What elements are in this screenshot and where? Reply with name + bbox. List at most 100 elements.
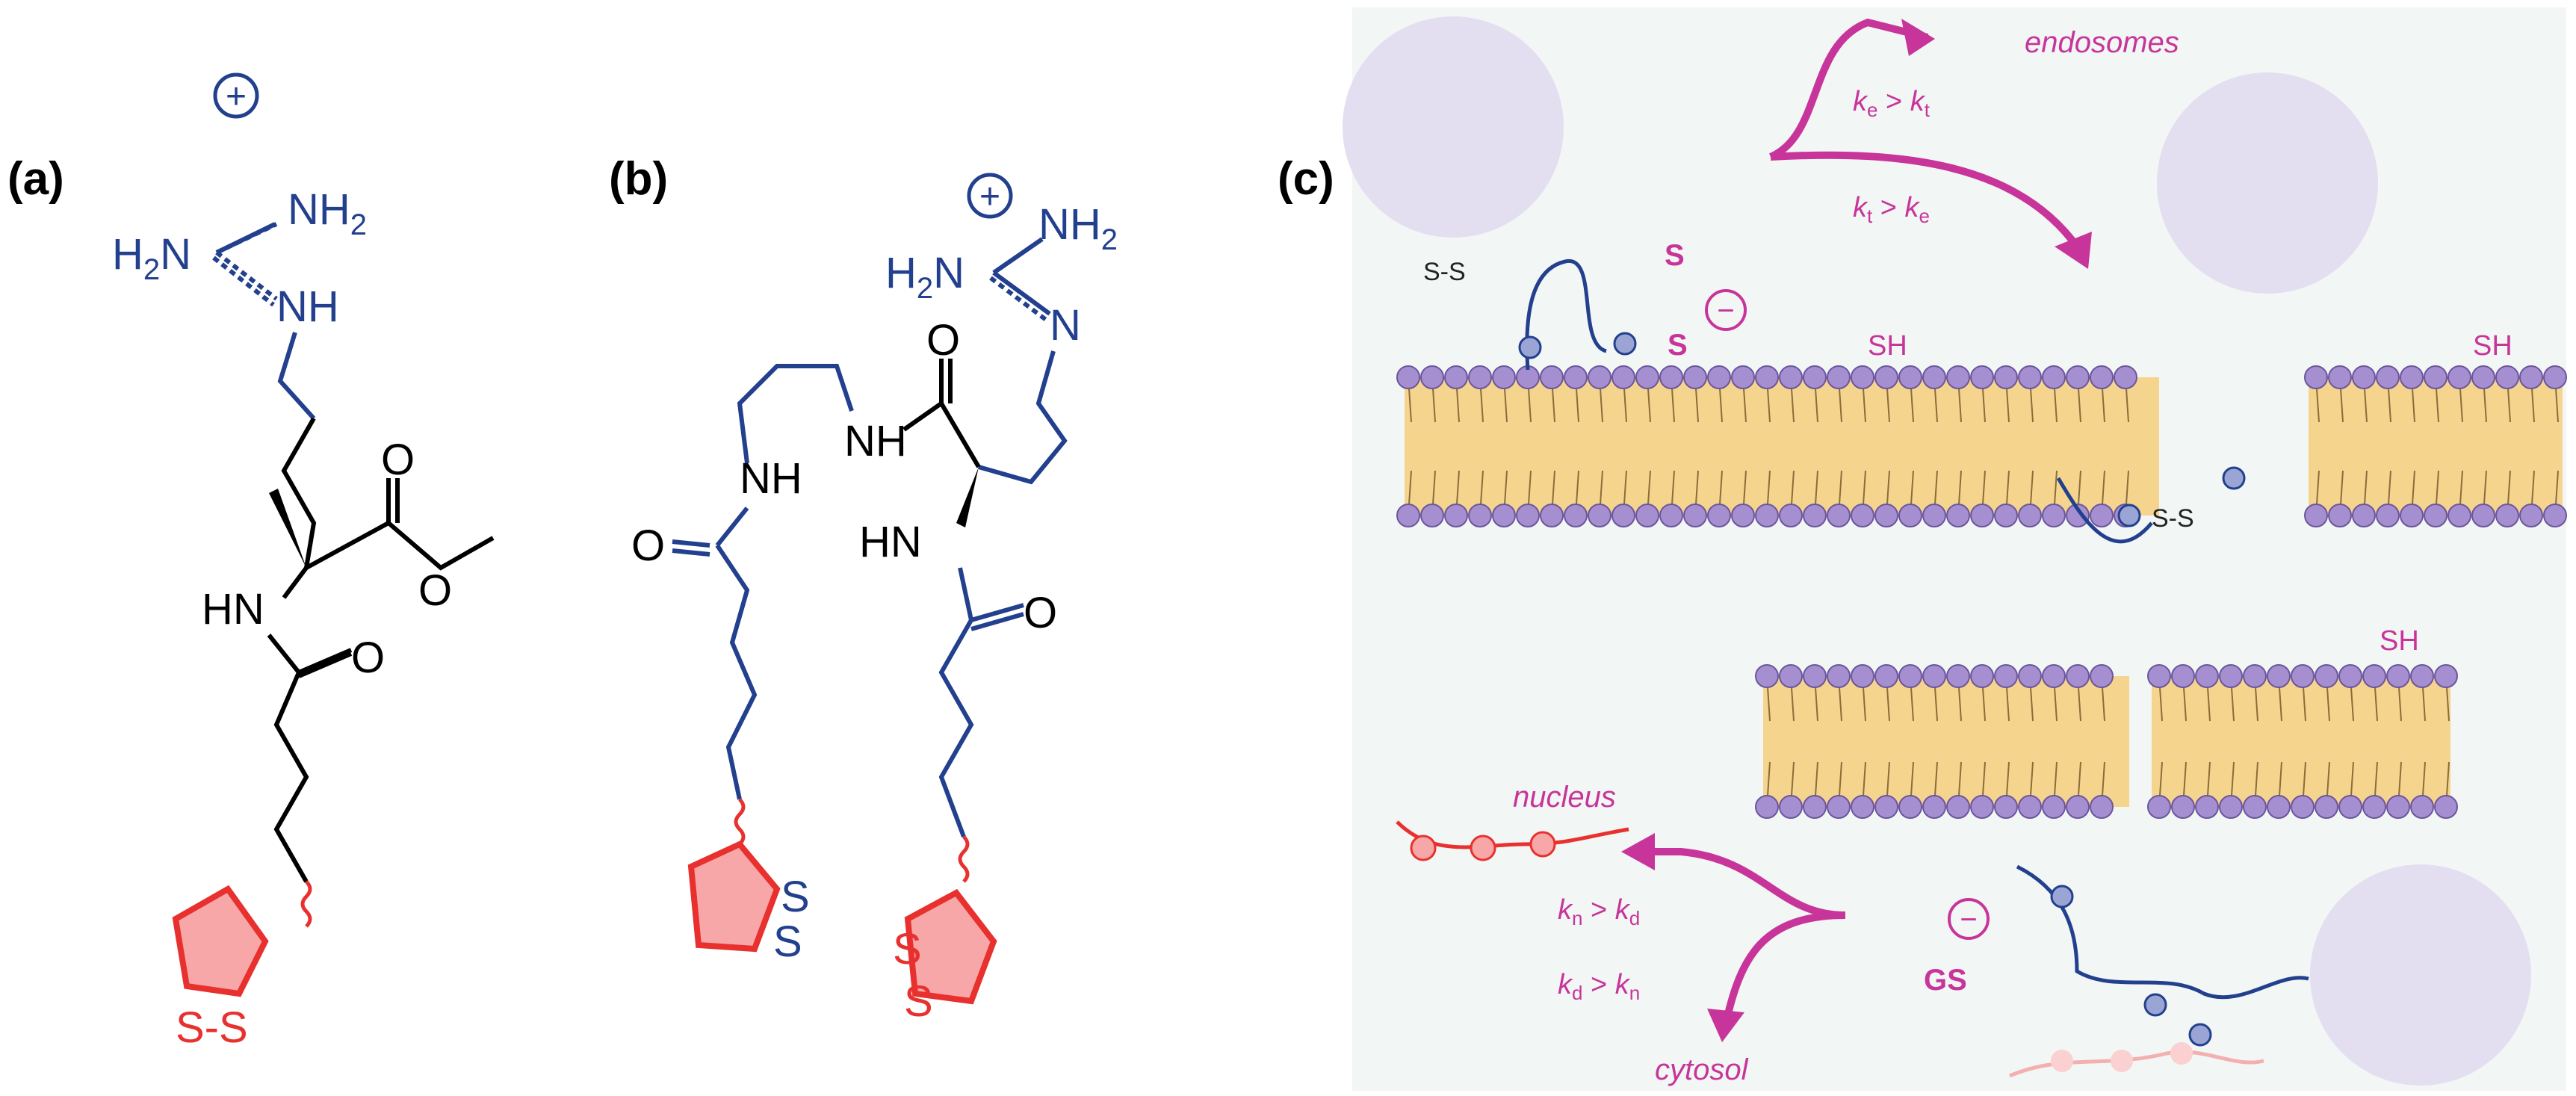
panel-c: (c) endosomes nucleus cytosol ke > kt kt… <box>1278 7 2567 1091</box>
side-chain-a <box>281 417 317 569</box>
wedge-bond-a <box>269 489 306 568</box>
lipid-head <box>1898 664 1922 688</box>
lipid-head <box>2447 365 2471 389</box>
lipid-head <box>1492 504 1516 527</box>
hn-amide2-b: HN <box>859 518 922 566</box>
membrane-top-right <box>2309 377 2563 516</box>
lipid-head <box>1611 365 1635 389</box>
lipid-head <box>1468 365 1492 389</box>
nucleus-bead-2 <box>1470 835 1496 861</box>
ss-tether-1: S-S <box>1423 258 1466 286</box>
lipid-head <box>2066 795 2090 819</box>
lipid-head <box>1803 504 1827 527</box>
lipid-head <box>1755 504 1779 527</box>
lipid-head <box>1851 504 1874 527</box>
tether-bead-4 <box>2222 466 2246 490</box>
nucleus-bead-1 <box>1410 835 1437 861</box>
lipid-head <box>1874 664 1898 688</box>
lipid-head <box>1779 504 1803 527</box>
right-chain-b <box>938 567 1024 838</box>
lipid-head <box>1731 504 1755 527</box>
lipid-head <box>2018 664 2042 688</box>
lipid-head <box>1588 365 1611 389</box>
arrow-nucleus-head <box>1621 833 1655 870</box>
ss-tether-2: S-S <box>2152 504 2194 533</box>
sh-label-1: SH <box>1868 330 1907 362</box>
nh-guan-a: NH <box>276 282 339 331</box>
lipid-head <box>1444 504 1468 527</box>
lipid-head <box>2267 795 2291 819</box>
lipid-head <box>1683 365 1707 389</box>
lipid-head <box>1420 504 1444 527</box>
tether-bead-3 <box>2117 504 2141 527</box>
lipid-head <box>1827 504 1851 527</box>
lipid-head <box>1707 365 1731 389</box>
lipid-head <box>1946 504 1970 527</box>
wavy-bond-a <box>300 880 312 928</box>
guan-bonds-b <box>992 237 1051 316</box>
nh-linker-b: NH <box>740 454 802 503</box>
lipid-head <box>2376 504 2400 527</box>
lipid-head <box>1994 795 2018 819</box>
dithiolane-ring-a <box>172 885 269 997</box>
kt-gt-ke-label: kt > ke <box>1853 192 1930 227</box>
lipid-head <box>1540 365 1564 389</box>
side-chain-blue-a <box>277 332 316 421</box>
guan-bond-a-1 <box>215 222 276 255</box>
lipid-head <box>1922 664 1946 688</box>
lipid-head <box>1635 365 1659 389</box>
s1-b: S <box>781 873 810 921</box>
lipid-head <box>1707 504 1731 527</box>
tether-bead-1 <box>1518 335 1542 359</box>
lipid-head <box>1874 795 1898 819</box>
lipid-head <box>1540 504 1564 527</box>
disulfide-label-a: S-S <box>176 1003 248 1052</box>
ester-o-a: O <box>418 566 452 615</box>
nucleus-label: nucleus <box>1513 781 1616 814</box>
lipid-head <box>2328 365 2352 389</box>
lipid-head <box>1803 664 1827 688</box>
lipid-head <box>1946 365 1970 389</box>
ester-bonds-a <box>305 478 495 571</box>
lipid-head <box>2147 795 2171 819</box>
tether-bead-5 <box>2050 885 2074 908</box>
lipid-head <box>2315 795 2338 819</box>
nh2-top-a: NH2 <box>288 185 367 241</box>
tether-bead-7 <box>2188 1023 2212 1047</box>
lipid-head <box>2090 504 2114 527</box>
panel-a: (a) + NH2 H2N NH O O HN O S-S <box>7 72 495 1052</box>
charge-sign-b: + <box>979 177 1000 217</box>
lipid-head <box>2267 664 2291 688</box>
nh-amide1-b: NH <box>844 417 907 465</box>
lipid-head <box>2495 504 2519 527</box>
panel-a-label: (a) <box>7 153 64 205</box>
lipid-head <box>2315 664 2338 688</box>
left-chain-b <box>672 507 758 800</box>
arrow-translocation <box>1770 151 2081 249</box>
lipid-head <box>2543 504 2567 527</box>
arrow-cytosol-head <box>1707 1009 1744 1042</box>
sh-label-3: SH <box>2380 625 2419 657</box>
lipid-head <box>2519 504 2543 527</box>
lipid-head <box>1779 795 1803 819</box>
s3-b: S <box>893 925 922 973</box>
lipid-head <box>1874 504 1898 527</box>
lipid-head <box>1468 504 1492 527</box>
lipid-head <box>2410 664 2434 688</box>
cargo-sphere-bottom-right <box>2310 864 2531 1086</box>
linker-b <box>737 364 854 464</box>
lipid-head <box>2042 365 2066 389</box>
lipid-head <box>1827 795 1851 819</box>
arrow-nucleus <box>1636 848 1846 919</box>
lipid-head <box>2400 504 2424 527</box>
cytosol-bead-2 <box>2111 1050 2133 1072</box>
wavy-bond-b1 <box>734 798 746 846</box>
lipid-head <box>2304 504 2328 527</box>
o-amide1-b: O <box>926 316 960 365</box>
lipid-head <box>1970 504 1994 527</box>
lipid-head <box>2362 664 2386 688</box>
tether-chain-2 <box>2056 477 2153 544</box>
lipid-head <box>1851 795 1874 819</box>
lipid-heads-top-left <box>1396 365 2137 527</box>
gs-label: GS <box>1924 964 1967 997</box>
